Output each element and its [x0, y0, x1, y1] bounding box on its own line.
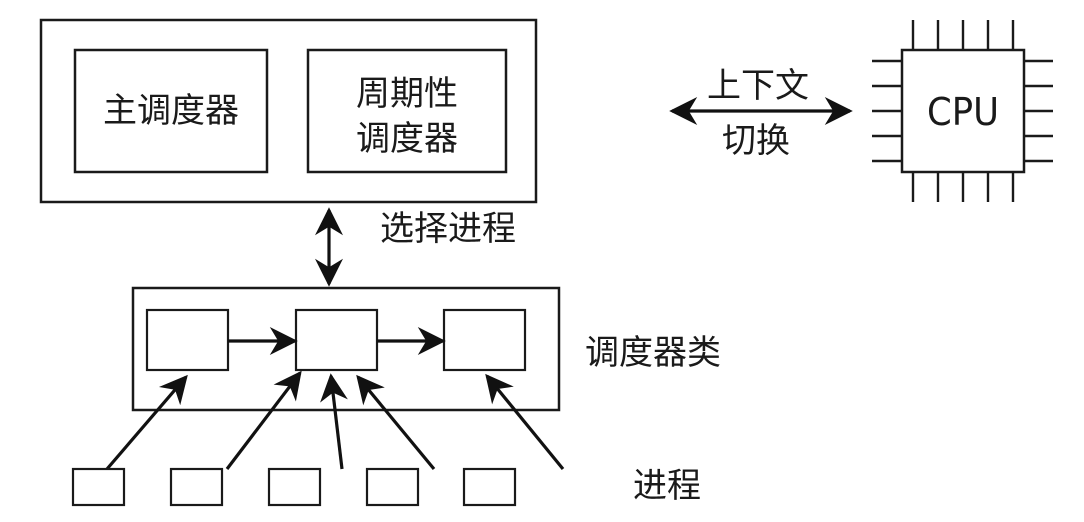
scheduler-class-box[interactable]	[145, 308, 230, 372]
cpu-pins	[872, 20, 1053, 202]
context-switch-label-bottom: 切换	[722, 121, 790, 161]
scheduler-classes-group: 调度器类	[131, 286, 721, 412]
processes-group: 进程	[71, 370, 701, 507]
process-to-class-arrow	[485, 373, 565, 471]
cpu-chip-icon: CPU	[872, 20, 1053, 202]
process-edges	[105, 370, 565, 471]
context-switch-label-top: 上下文	[707, 66, 809, 106]
process-box[interactable]	[267, 467, 322, 507]
scheduler-class-box[interactable]	[442, 308, 527, 372]
periodic-scheduler-label-line2: 调度器	[356, 119, 458, 159]
processes-label: 进程	[633, 466, 701, 506]
process-box[interactable]	[462, 467, 517, 507]
scheduler-classes-label: 调度器类	[585, 333, 721, 373]
main-scheduler-box[interactable]	[73, 48, 269, 174]
select-process-label: 选择进程	[380, 209, 516, 249]
main-scheduler-label: 主调度器	[103, 91, 239, 131]
process-to-class-arrow	[105, 374, 188, 471]
process-to-class-arrow	[356, 374, 436, 471]
process-box[interactable]	[71, 467, 126, 507]
periodic-scheduler-box[interactable]	[306, 48, 508, 174]
process-box[interactable]	[365, 467, 420, 507]
context-switch-group: 上下文 切换	[669, 66, 853, 161]
process-to-class-arrow	[225, 370, 302, 470]
scheduler-class-boxes	[145, 308, 527, 372]
select-process-group: 选择进程	[315, 207, 516, 287]
process-to-class-arrow	[320, 373, 348, 470]
process-box[interactable]	[169, 467, 224, 507]
cpu-body[interactable]	[900, 48, 1026, 174]
core-scheduler-group: 主调度器 周期性 调度器	[39, 18, 538, 204]
scheduler-class-box[interactable]	[294, 308, 379, 372]
periodic-scheduler-label-line1: 周期性	[356, 74, 458, 114]
process-boxes	[71, 467, 517, 507]
cpu-label: CPU	[927, 90, 999, 134]
